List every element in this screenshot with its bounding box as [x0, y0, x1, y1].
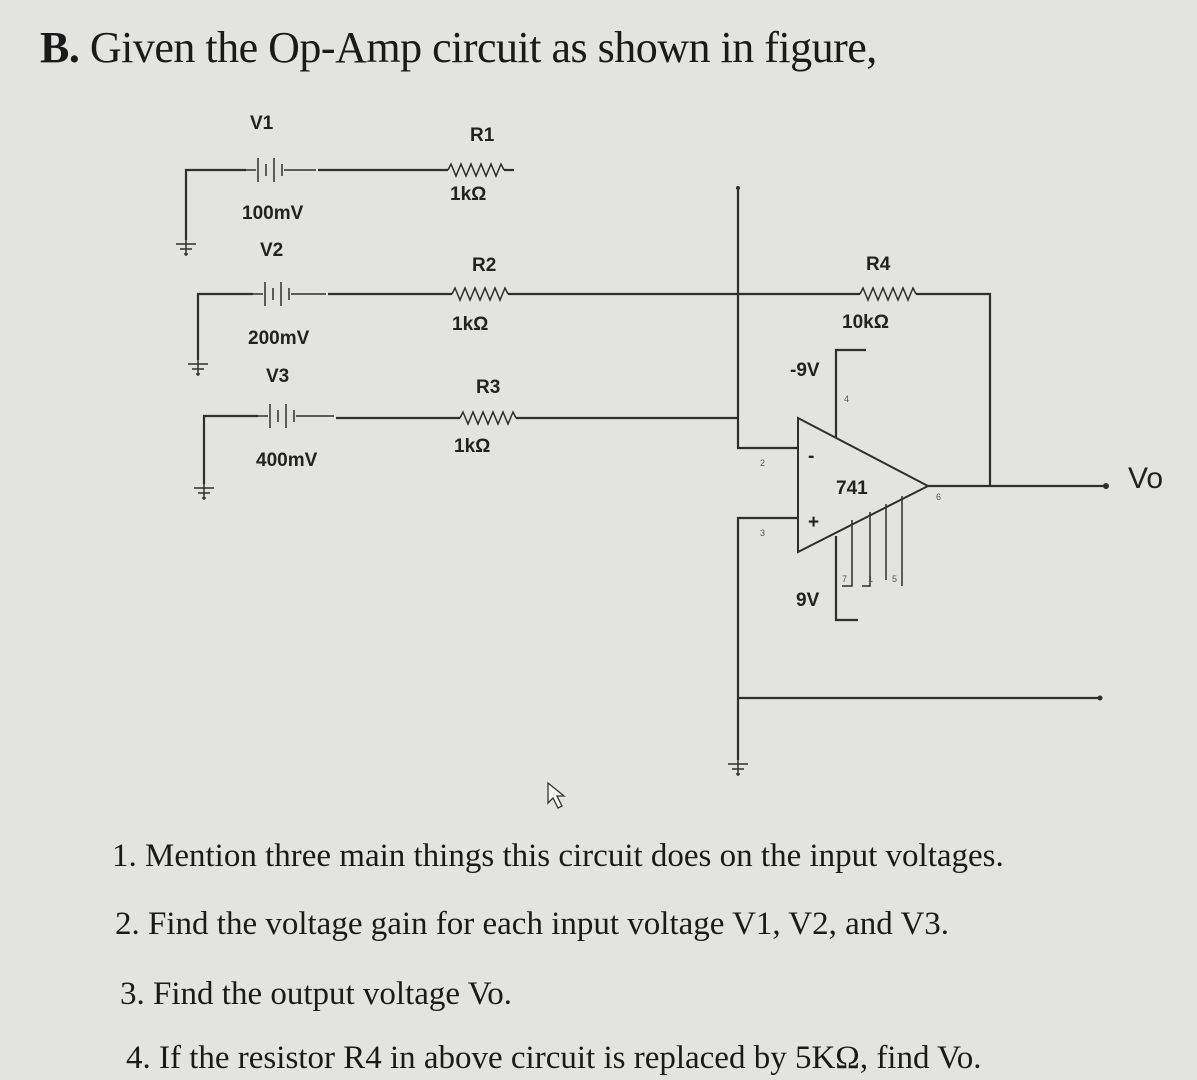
v3-value: 400mV	[256, 450, 318, 471]
r4-value: 10kΩ	[842, 312, 889, 333]
resistor-icon	[859, 286, 917, 302]
battery-icon	[253, 282, 326, 306]
resistor-icon	[451, 286, 509, 302]
pin-number: 7	[842, 574, 847, 584]
r1-name: R1	[470, 125, 495, 146]
r3-name: R3	[476, 377, 500, 398]
ground-icon	[728, 760, 748, 776]
problem-label: B.	[40, 23, 80, 72]
resistor-r2: R2 1kΩ	[328, 255, 738, 335]
question-4: 4. If the resistor R4 in above circuit i…	[126, 1040, 982, 1076]
inverting-input-symbol: -	[808, 446, 814, 467]
noninverting-input-symbol: +	[808, 512, 819, 533]
v3-name: V3	[266, 366, 289, 387]
v1-value: 100mV	[242, 203, 304, 224]
question-1: 1. Mention three main things this circui…	[112, 838, 1004, 874]
source-v1: V1 100mV	[242, 113, 316, 224]
v2-name: V2	[260, 240, 283, 261]
battery-icon	[258, 404, 334, 428]
resistor-r4: R4 10kΩ	[738, 254, 992, 486]
summing-node-wire	[736, 188, 798, 450]
r3-value: 1kΩ	[454, 436, 490, 457]
problem-title: Given the Op-Amp circuit as shown in fig…	[89, 23, 877, 72]
resistor-r3: R3 1kΩ	[336, 377, 517, 457]
v1-name: V1	[250, 113, 274, 134]
question-3: 3. Find the output voltage Vo.	[120, 976, 513, 1012]
source-v2: V2 200mV	[248, 240, 326, 349]
negative-supply-label: -9V	[790, 360, 820, 381]
opamp-triangle	[797, 416, 931, 554]
ground-icon	[188, 360, 208, 376]
resistor-icon	[459, 410, 517, 426]
positive-supply-label: 9V	[796, 590, 820, 611]
ground-icon	[176, 240, 196, 256]
pin-number: 4	[844, 394, 849, 404]
pin-number: 5	[892, 574, 897, 584]
question-2: 2. Find the voltage gain for each input …	[115, 906, 950, 942]
mouse-pointer-icon	[547, 781, 566, 809]
r1-value: 1kΩ	[450, 184, 486, 205]
resistor-icon	[447, 162, 505, 178]
opamp-741: 741 - + -9V 9V 2 3 4 6 7 1 5	[760, 348, 941, 622]
resistor-r1: R1 1kΩ	[318, 125, 514, 205]
pin-number: 6	[936, 492, 941, 502]
r2-value: 1kΩ	[452, 314, 488, 335]
pin-number: 2	[760, 458, 765, 468]
r4-name: R4	[866, 254, 891, 275]
battery-icon	[246, 158, 316, 182]
r2-name: R2	[472, 255, 496, 276]
problem-heading: B. Given the Op-Amp circuit as shown in …	[40, 22, 877, 73]
source-v3: V3 400mV	[256, 366, 334, 471]
output-label: Vo	[1128, 462, 1163, 495]
pin-number: 3	[760, 528, 765, 538]
pin-number: 1	[868, 574, 873, 584]
ground-icon	[194, 484, 214, 500]
opamp-model: 741	[836, 478, 868, 499]
v2-value: 200mV	[248, 328, 310, 349]
